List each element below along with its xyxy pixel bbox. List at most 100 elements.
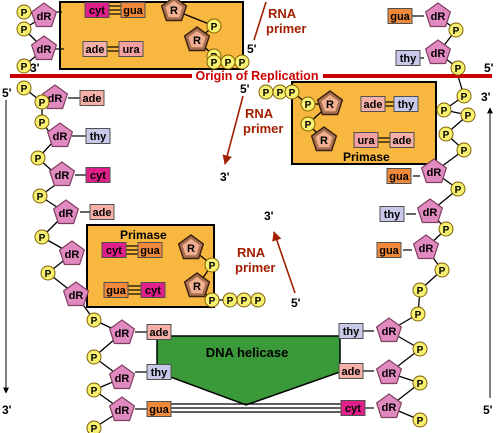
phosphate-group: P <box>448 22 464 38</box>
phosphate-group: P <box>250 292 266 308</box>
base-label: gua <box>389 171 409 183</box>
ribose-sugar: R <box>183 272 211 298</box>
phosphate-label: P <box>455 185 462 196</box>
phosphate-label: P <box>35 154 42 165</box>
phosphate-label: P <box>227 296 234 307</box>
end-label-3-right: 3' <box>481 90 491 104</box>
base-gua: gua <box>137 242 163 258</box>
ribose-label: R <box>193 35 201 47</box>
base-ade: ade <box>89 204 115 220</box>
phosphate-label: P <box>289 88 296 99</box>
base-label: ade <box>342 366 361 378</box>
base-label: thy <box>343 326 360 338</box>
sugar-label: dR <box>115 328 130 340</box>
deoxyribose-sugar: dR <box>46 122 74 148</box>
phosphate-label: P <box>305 100 312 111</box>
base-ura: ura <box>118 41 144 57</box>
base-cyt: cyt <box>85 167 111 183</box>
end-label-5-bottom-right: 5' <box>483 403 493 417</box>
base-ade: ade <box>146 324 172 340</box>
base-ura: ura <box>353 132 379 148</box>
deoxyribose-sugar: dR <box>424 39 452 65</box>
phosphate-label: P <box>417 379 424 390</box>
phosphate-label: P <box>455 64 462 75</box>
sugar-label: dR <box>382 402 397 414</box>
phosphate-group: P <box>436 102 452 118</box>
phosphate-group: P <box>460 107 476 123</box>
end-label-3-mid: 3' <box>220 170 230 184</box>
deoxyribose-sugar: dR <box>420 158 448 184</box>
base-thy: thy <box>85 128 111 144</box>
base-label: gua <box>149 404 169 416</box>
ribose-sugar: R <box>160 0 188 22</box>
deoxyribose-sugar: dR <box>424 2 452 28</box>
phosphate-group: P <box>32 188 48 204</box>
base-label: thy <box>398 99 415 111</box>
sugar-label: dR <box>55 170 70 182</box>
phosphate-group: P <box>220 54 236 70</box>
end-label-5-top-right: 5' <box>484 61 494 75</box>
base-ade: ade <box>82 41 108 57</box>
origin-of-replication-label: Origin of Replication <box>196 69 319 83</box>
base-label: ade <box>93 207 112 219</box>
phosphate-label: P <box>305 120 312 131</box>
phosphate-label: P <box>461 146 468 157</box>
base-label: ade <box>393 135 412 147</box>
phosphate-group: P <box>206 18 222 34</box>
deoxyribose-sugar: dR <box>30 35 58 61</box>
phosphate-group: P <box>412 282 428 298</box>
phosphate-group: P <box>236 292 252 308</box>
phosphate-label: P <box>91 353 98 364</box>
end-label-5-mid: 5' <box>240 82 250 96</box>
sugar-label: dR <box>427 167 442 179</box>
end-label-3-bottom-left: 3' <box>2 403 12 417</box>
phosphate-label: P <box>417 416 424 427</box>
phosphate-label: P <box>417 286 424 297</box>
phosphate-group: P <box>434 262 450 278</box>
rna-primer-label-top-2: primer <box>266 21 306 36</box>
phosphate-label: P <box>45 269 52 280</box>
sugar-label: dR <box>53 131 68 143</box>
deoxyribose-sugar: dR <box>375 393 403 419</box>
sugar-label: dR <box>37 11 52 23</box>
phosphate-label: P <box>91 424 98 433</box>
sugar-label: dR <box>431 48 446 60</box>
base-gua: gua <box>146 401 172 417</box>
base-gua: gua <box>103 282 129 298</box>
base-label: gua <box>140 245 160 257</box>
deoxyribose-sugar: dR <box>48 161 76 187</box>
base-label: thy <box>400 53 417 65</box>
primer-arrow-lower <box>272 231 296 294</box>
deoxyribose-sugar: dR <box>30 2 58 28</box>
end-label-5-left: 5' <box>2 86 12 100</box>
end-label-5-lower: 5' <box>291 296 301 310</box>
phosphate-group: P <box>222 292 238 308</box>
base-label: thy <box>151 367 168 379</box>
phosphate-label: P <box>453 26 460 37</box>
phosphate-label: P <box>461 92 468 103</box>
ribose-sugar: R <box>316 90 344 116</box>
sugar-label: dR <box>69 290 84 302</box>
sugar-label: dR <box>65 249 80 261</box>
rna-primer-label-low-2: primer <box>235 260 275 275</box>
phosphate-group: P <box>284 84 300 100</box>
base-label: ade <box>86 44 105 56</box>
base-label: cyt <box>89 5 105 17</box>
phosphate-group: P <box>450 181 466 197</box>
base-ade: ade <box>79 90 105 106</box>
base-label: cyt <box>106 245 122 257</box>
phosphate-label: P <box>211 22 218 33</box>
phosphate-group: P <box>258 84 274 100</box>
sugar-label: dR <box>115 373 130 385</box>
sugar-label: dR <box>382 326 397 338</box>
phosphate-label: P <box>441 106 448 117</box>
phosphate-group: P <box>412 341 428 357</box>
phosphate-group: P <box>16 58 32 74</box>
deoxyribose-sugar: dR <box>416 198 444 224</box>
base-label: ura <box>122 44 140 56</box>
ribose-label: R <box>193 281 201 293</box>
phosphate-label: P <box>241 296 248 307</box>
phosphate-group: P <box>86 349 102 365</box>
